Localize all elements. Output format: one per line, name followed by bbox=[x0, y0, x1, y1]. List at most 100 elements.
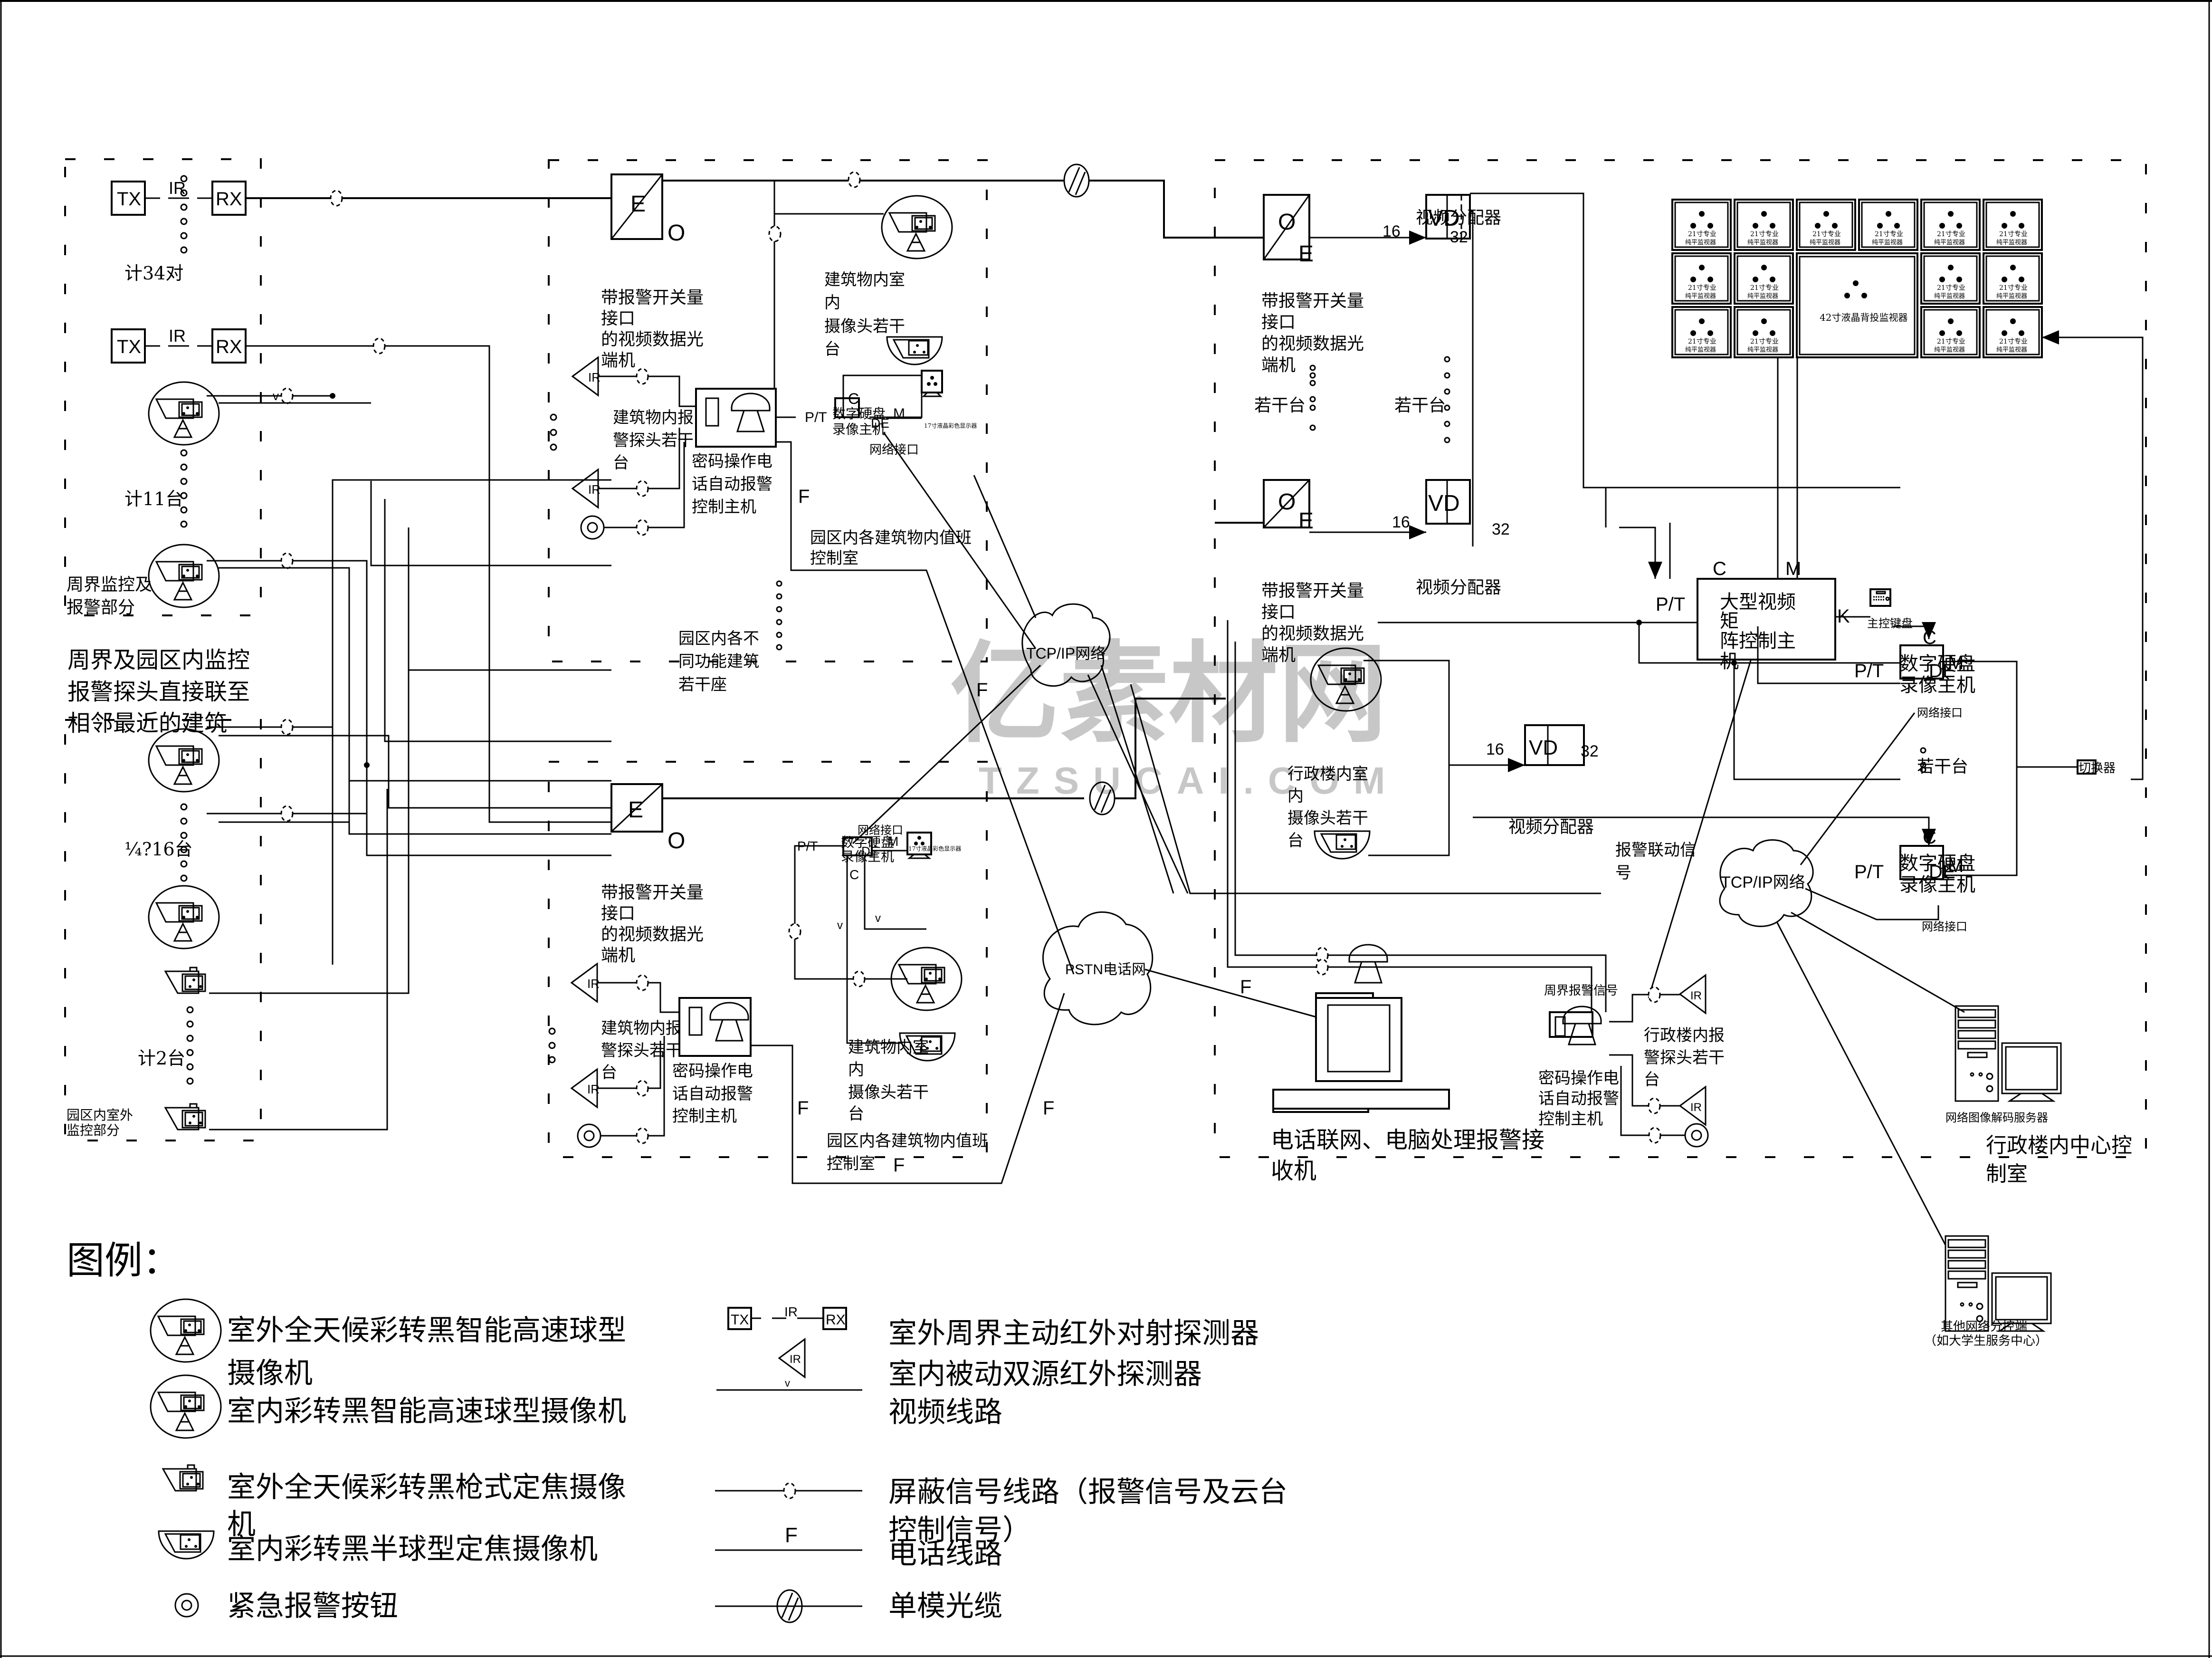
monitor-21-label: 纯平监视器 bbox=[1996, 239, 2027, 246]
admin-probe-label: 警探头若干 bbox=[1644, 1048, 1725, 1067]
perimeter-section: TX RX IR 计34对 TX RX IR 计11台 周界监控及 报警部分 周… bbox=[64, 158, 262, 1141]
outdoor-ptz-camera-icon bbox=[148, 544, 220, 608]
converter-label: 端机 bbox=[601, 946, 635, 965]
pt-label: P/T bbox=[805, 410, 827, 425]
alarm-host-bottom bbox=[678, 997, 752, 1057]
perimeter-note: 报警探头直接联至 bbox=[67, 679, 250, 705]
perimeter-boundary bbox=[64, 158, 262, 616]
video-distributor-2 bbox=[1425, 479, 1471, 525]
matrix-label: 大型视频 bbox=[1720, 591, 1796, 613]
panic-button-icon bbox=[577, 1123, 601, 1148]
several-label: 若干台 bbox=[1254, 396, 1306, 415]
c-label: C bbox=[1923, 627, 1936, 648]
legend-item: 屏蔽信号线路（报警信号及云台 bbox=[888, 1476, 1287, 1509]
gun-camera-icon bbox=[164, 1103, 206, 1131]
admin-cam-label: 行政楼内室 bbox=[1287, 765, 1368, 784]
dvr-de: DE bbox=[1929, 661, 1955, 681]
oe-label: O bbox=[1278, 210, 1296, 235]
monitor-21-label: 21寸专业 bbox=[1999, 230, 2028, 238]
tcpip-cloud-right: TCP/IP网络 bbox=[1719, 839, 1814, 927]
m-label: M bbox=[887, 834, 898, 849]
alarm-linkage-label: 号 bbox=[1615, 863, 1631, 882]
monitor-21-label: 纯平监视器 bbox=[1685, 293, 1716, 300]
ir-label: IR bbox=[587, 977, 600, 991]
campus-buildings: 园区内各不 同功能建筑 若干座 bbox=[678, 580, 782, 694]
admin-cam-label: 摄像头若干 bbox=[1287, 809, 1368, 828]
converter-label: 的视频数据光 bbox=[1261, 334, 1364, 354]
m-label: M bbox=[1948, 855, 1964, 876]
ir-beam-pair-1: TX RX IR bbox=[111, 178, 247, 216]
monitor-21-label: 21寸专业 bbox=[1750, 338, 1779, 345]
oe-label: E bbox=[1298, 241, 1314, 267]
video-mark: v bbox=[875, 912, 881, 925]
monitor-21-label: 纯平监视器 bbox=[1996, 293, 2027, 300]
matrix-label: 矩 bbox=[1720, 610, 1739, 632]
section-label: 报警部分 bbox=[67, 598, 135, 617]
pstn-label: PSTN电话网 bbox=[1065, 962, 1146, 978]
legend-item: 紧急报警按钮 bbox=[227, 1590, 398, 1623]
alarm-host-label: 密码操作电 bbox=[672, 1062, 753, 1081]
oe-label: O bbox=[1278, 489, 1296, 515]
converter-label: 接口 bbox=[601, 309, 635, 328]
rx-label: RX bbox=[826, 1312, 846, 1328]
ir-label: IR bbox=[790, 1353, 801, 1366]
outdoor-label: 监控部分 bbox=[67, 1122, 120, 1138]
converter-label: 接口 bbox=[601, 904, 635, 923]
legend-item: 室外全天候彩转黑枪式定焦摄像 bbox=[227, 1471, 626, 1504]
duty-room-label: 园区内各建筑物内值班 bbox=[810, 528, 972, 547]
dvr-top bbox=[834, 397, 860, 418]
indoor-cam-label: 建筑物内室 bbox=[848, 1038, 929, 1057]
converter-label: 带报警开关量 bbox=[1261, 291, 1364, 311]
outdoor-label: 园区内室外 bbox=[67, 1107, 133, 1123]
vd-out-label: 32 bbox=[1492, 520, 1510, 538]
indoor-cam-label: 摄像头若干 bbox=[824, 317, 905, 336]
receiver-label: 电话联网、电脑处理报警接 bbox=[1271, 1127, 1545, 1153]
lcd-monitor-17-icon bbox=[906, 832, 932, 859]
admin-probe-label: 台 bbox=[1644, 1070, 1660, 1089]
monitor-21-label: 21寸专业 bbox=[1812, 230, 1841, 238]
keyboard-icon bbox=[1869, 588, 1891, 607]
admin-cam-label: 内 bbox=[1287, 786, 1304, 805]
ptz-count: 计11台 bbox=[124, 489, 183, 509]
monitor-21-label: 21寸专业 bbox=[1999, 284, 2028, 292]
video-distributor-3 bbox=[1524, 724, 1585, 766]
campus-label: 园区内各不 bbox=[678, 629, 759, 648]
dome-camera-icon bbox=[886, 336, 943, 365]
campus-label: 若干座 bbox=[678, 675, 727, 694]
alarm-host-admin bbox=[1549, 1006, 1602, 1045]
ir-label: IR bbox=[588, 482, 601, 497]
converter-label: 端机 bbox=[601, 351, 635, 370]
monitor-21-label: 纯平监视器 bbox=[1747, 346, 1778, 354]
legend-item: 电话线路 bbox=[888, 1537, 1002, 1571]
receiver-label: 收机 bbox=[1271, 1158, 1316, 1184]
legend-item: 室内彩转黑半球型定焦摄像机 bbox=[227, 1533, 598, 1566]
outdoor-ptz-camera-icon bbox=[148, 728, 220, 793]
alarm-host-label: 话自动报警 bbox=[672, 1084, 753, 1103]
monitor-wall: 42寸液晶背投监视器 21寸专业 纯平监视器 21寸专业 纯平监视器 21寸专业… bbox=[1671, 199, 2043, 358]
vd-label: VD bbox=[1428, 206, 1460, 231]
video-matrix-host bbox=[1697, 578, 1836, 661]
converter-label: 端机 bbox=[1261, 355, 1296, 375]
monitor-21-label: 纯平监视器 bbox=[1996, 346, 2027, 354]
legend-panic-button-icon bbox=[174, 1593, 199, 1618]
vd-caption: 视频分配器 bbox=[1508, 817, 1594, 837]
other-client-label: （如大学生服务中心） bbox=[1924, 1334, 2048, 1348]
building-boundary bbox=[548, 761, 988, 1158]
legend-dome-camera-icon bbox=[158, 1530, 215, 1560]
alarm-host-label: 密码操作电 bbox=[1538, 1069, 1619, 1088]
lcd-monitor-17-icon bbox=[921, 370, 943, 397]
converter-label: 端机 bbox=[1261, 645, 1296, 665]
phone-line-f: F bbox=[1240, 977, 1251, 997]
rx-label: RX bbox=[216, 189, 242, 210]
legend-indoor-ptz-icon bbox=[150, 1374, 222, 1439]
dvr-de: DE bbox=[1929, 862, 1955, 882]
c-label: C bbox=[848, 390, 859, 407]
dome-camera-icon bbox=[1314, 830, 1371, 860]
dvr-label: 录像主机 bbox=[1899, 874, 1975, 896]
legend-item: 室外周界主动红外对射探测器 bbox=[888, 1317, 1259, 1350]
duty-room-label: 控制室 bbox=[810, 549, 858, 568]
tcpip-label: TCP/IP网络 bbox=[1721, 873, 1805, 891]
legend-ir-beam-icon: TX RX IR bbox=[727, 1304, 847, 1330]
legend-item: 单模光缆 bbox=[888, 1590, 1002, 1623]
indoor-cam-label: 建筑物内室 bbox=[824, 270, 905, 289]
